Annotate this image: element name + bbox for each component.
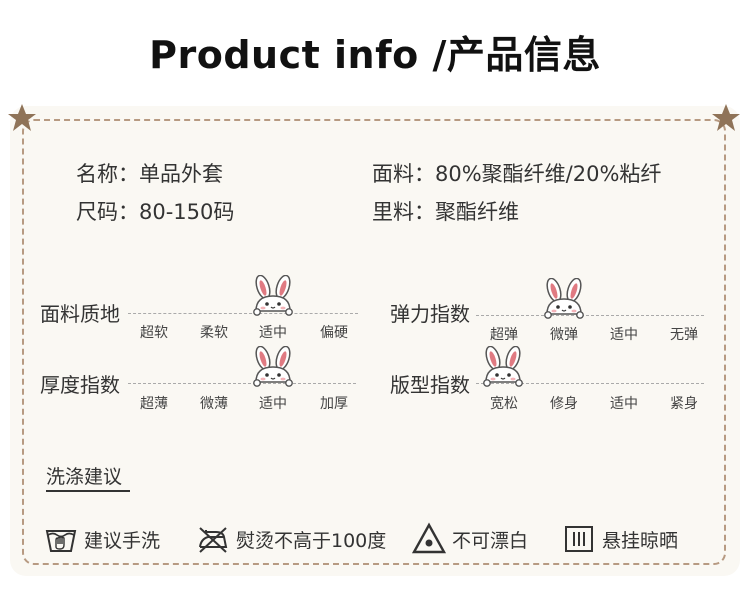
scale-option: 宽松 bbox=[490, 396, 518, 412]
scale-option: 无弹 bbox=[670, 327, 698, 343]
bunny-indicator-icon bbox=[248, 274, 298, 317]
care-item-no-iron: 熨烫不高于100度 bbox=[196, 522, 386, 556]
scale-label: 面料质地 bbox=[40, 302, 120, 326]
scale-line bbox=[476, 315, 704, 316]
washing-title-underline bbox=[46, 490, 130, 492]
care-item-hand-wash: 建议手洗 bbox=[44, 522, 160, 556]
care-label: 悬挂晾晒 bbox=[602, 529, 679, 552]
page-title: Product info /产品信息 bbox=[149, 33, 601, 77]
scale-option: 适中 bbox=[259, 325, 287, 341]
care-label: 熨烫不高于100度 bbox=[236, 529, 387, 552]
scale-option: 超薄 bbox=[140, 396, 168, 412]
scale-option: 紧身 bbox=[670, 396, 698, 412]
bunny-indicator-icon bbox=[478, 345, 528, 388]
care-item-hang-dry: 悬挂晾晒 bbox=[562, 522, 678, 556]
scale-option: 适中 bbox=[610, 396, 638, 412]
no-iron-icon bbox=[199, 527, 228, 553]
scale-option: 修身 bbox=[550, 396, 578, 412]
scale-option: 适中 bbox=[259, 396, 287, 412]
product-fabric: 面料：80%聚酯纤维/20%粘纤 bbox=[372, 162, 662, 186]
star-icon bbox=[712, 104, 740, 131]
scale-option: 柔软 bbox=[200, 325, 228, 341]
star-icon bbox=[8, 104, 36, 131]
scale-label: 厚度指数 bbox=[40, 373, 120, 397]
bunny-indicator-icon bbox=[248, 345, 298, 388]
scale-option: 加厚 bbox=[320, 396, 348, 412]
care-label: 不可漂白 bbox=[452, 529, 529, 552]
scale-option: 偏硬 bbox=[320, 325, 348, 341]
scale-line bbox=[128, 383, 356, 384]
scale-option: 微弹 bbox=[550, 327, 578, 343]
hand-wash-icon bbox=[45, 530, 77, 552]
no-bleach-icon bbox=[412, 522, 446, 554]
scale-option: 超弹 bbox=[490, 327, 518, 343]
info-card bbox=[10, 106, 740, 576]
scale-line bbox=[476, 383, 704, 384]
scale-option: 适中 bbox=[610, 327, 638, 343]
scale-label: 弹力指数 bbox=[390, 302, 470, 326]
card-dashed-border bbox=[22, 119, 726, 565]
hang-dry-icon bbox=[565, 526, 593, 552]
product-lining: 里料：聚酯纤维 bbox=[372, 200, 519, 224]
washing-title: 洗涤建议 bbox=[46, 466, 123, 488]
bunny-indicator-icon bbox=[539, 277, 589, 320]
scale-label: 版型指数 bbox=[390, 373, 470, 397]
scale-line bbox=[128, 313, 358, 314]
care-label: 建议手洗 bbox=[84, 529, 161, 552]
product-size: 尺码：80-150码 bbox=[76, 200, 235, 224]
care-item-no-bleach: 不可漂白 bbox=[412, 522, 528, 556]
scale-option: 微薄 bbox=[200, 396, 228, 412]
scale-option: 超软 bbox=[140, 325, 168, 341]
product-name: 名称：单品外套 bbox=[76, 162, 223, 186]
